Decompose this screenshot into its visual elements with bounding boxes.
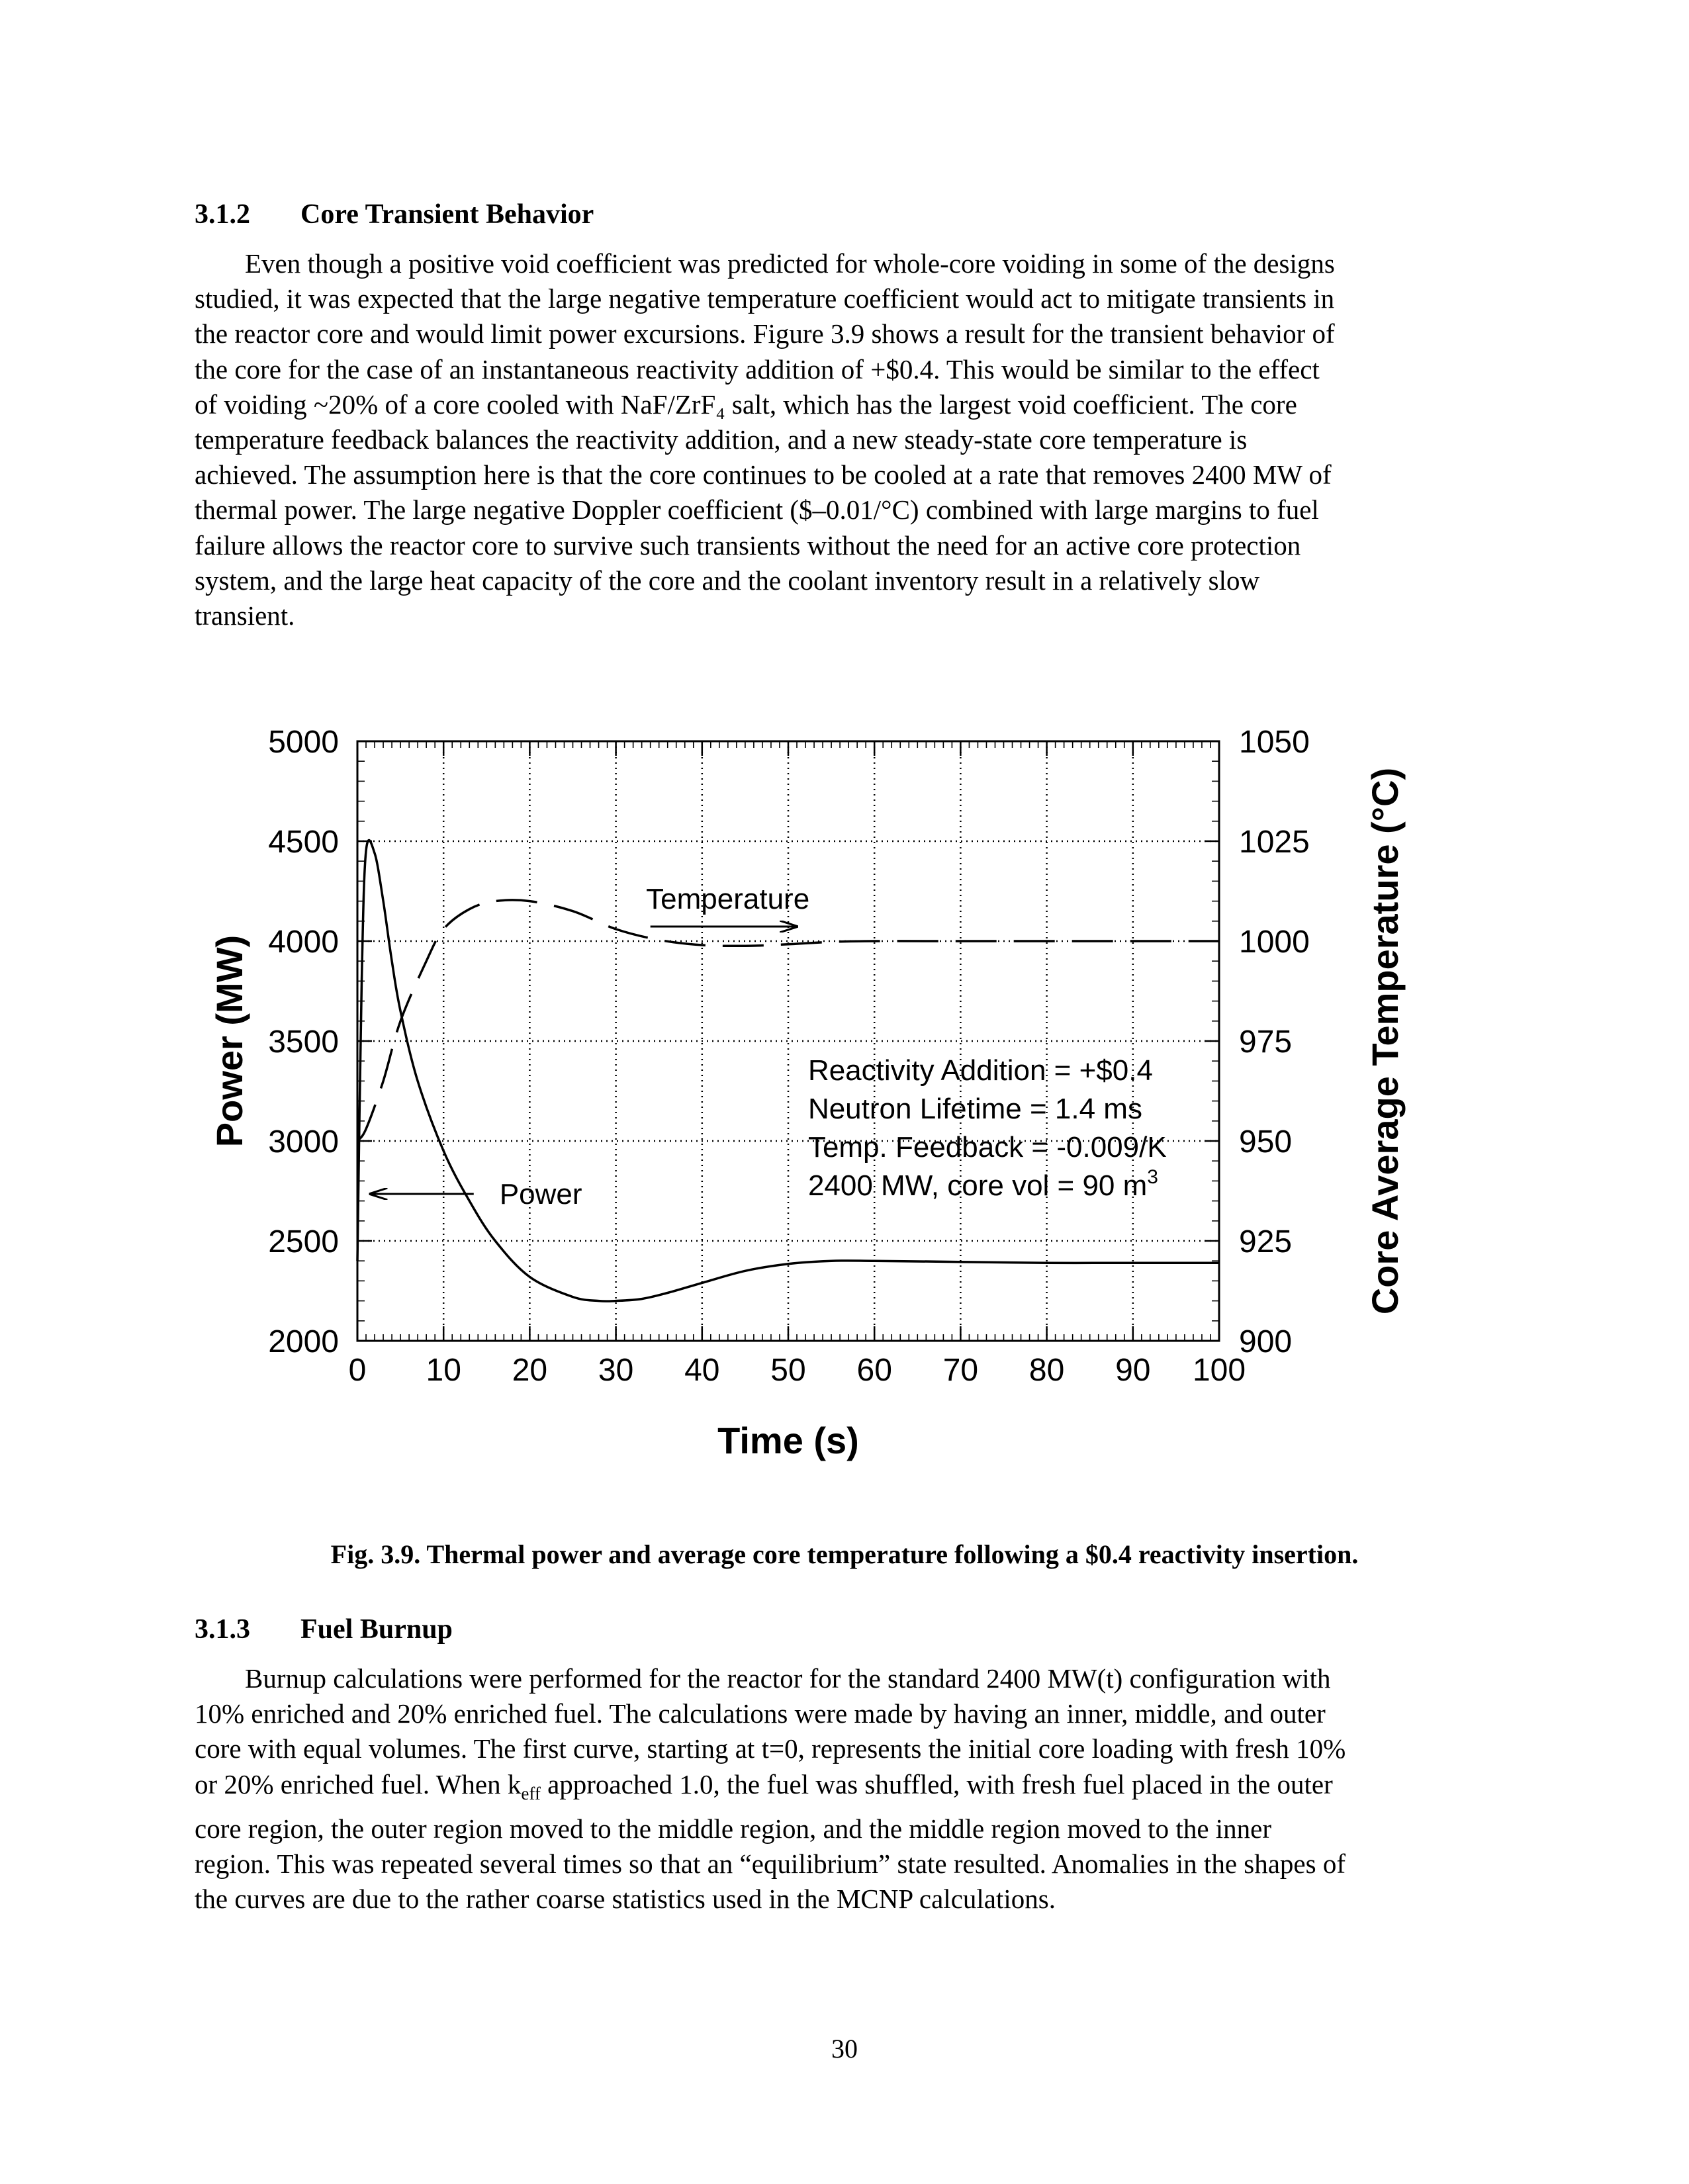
annotation-box-line: Neutron Lifetime = 1.4 ms bbox=[808, 1093, 1142, 1125]
section-title: Fuel Burnup bbox=[300, 1614, 453, 1645]
x-tick-label: 40 bbox=[684, 1353, 719, 1388]
y2-tick-label: 900 bbox=[1239, 1324, 1292, 1359]
paragraph-line: 10% enriched and 20% enriched fuel. The … bbox=[195, 1698, 1326, 1729]
chart-grid bbox=[357, 741, 1219, 1341]
section-title: Core Transient Behavior bbox=[300, 199, 594, 230]
paragraph-line: the curves are due to the rather coarse … bbox=[195, 1884, 1056, 1915]
paragraph-line: system, and the large heat capacity of t… bbox=[195, 565, 1260, 596]
paragraph-line: region. This was repeated several times … bbox=[195, 1848, 1346, 1880]
chart-labels: 0 10 20 30 40 50 60 70 80 90 100 2000 900 2500 925 3000… bbox=[208, 725, 1406, 1461]
paragraph-line: failure allows the reactor core to survi… bbox=[195, 529, 1301, 561]
x-tick-label: 90 bbox=[1115, 1353, 1150, 1388]
line-text: approached 1.0, the fuel was shuffled, w… bbox=[540, 1768, 1333, 1799]
paragraph-line: or 20% enriched fuel. When keff approach… bbox=[195, 1767, 1505, 1811]
y-tick-label: 5000 bbox=[268, 725, 339, 760]
annotation-box-line: Temp. Feedback = -0.009/K bbox=[808, 1131, 1167, 1163]
section-number: 3.1.2 bbox=[195, 199, 250, 230]
section-heading-3-1-2: 3.1.2 Core Transient Behavior bbox=[195, 199, 594, 230]
x-tick-label: 80 bbox=[1029, 1353, 1064, 1388]
plot-frame bbox=[356, 740, 1220, 1342]
paragraph-core-transient: Even though a positive void coefficient … bbox=[195, 246, 1505, 633]
section-heading-3-1-3: 3.1.3 Fuel Burnup bbox=[195, 1614, 453, 1645]
page-number: 30 bbox=[831, 2034, 858, 2064]
paragraph-line: core region, the outer region moved to t… bbox=[195, 1813, 1272, 1844]
paragraph-line: studied, it was expected that the large … bbox=[195, 283, 1335, 314]
paragraph-line: transient. bbox=[195, 600, 295, 631]
x-axis-title: Time (s) bbox=[717, 1420, 859, 1461]
paragraph-line: of voiding ~20% of a core cooled with Na… bbox=[195, 388, 1297, 420]
x-tick-label: 20 bbox=[512, 1353, 547, 1388]
chart-ticks bbox=[356, 740, 1220, 1342]
y2-tick-label: 1050 bbox=[1239, 725, 1310, 760]
y-tick-label: 4500 bbox=[268, 825, 339, 860]
y2-axis-title: Core Average Temperature (°C) bbox=[1364, 768, 1406, 1314]
y-tick-label: 2000 bbox=[268, 1324, 339, 1359]
paragraph-line: core with equal volumes. The first curve… bbox=[195, 1733, 1346, 1764]
superscript-3: 3 bbox=[1147, 1166, 1158, 1188]
annotation-box-line: Reactivity Addition = +$0.4 bbox=[808, 1054, 1153, 1087]
temperature-line bbox=[356, 899, 1219, 1142]
y-tick-label: 4000 bbox=[268, 925, 339, 960]
power-series-label: Power bbox=[500, 1178, 582, 1210]
y2-tick-label: 1000 bbox=[1239, 925, 1310, 960]
x-tick-label: 0 bbox=[349, 1353, 367, 1388]
y2-tick-label: 1025 bbox=[1239, 825, 1310, 860]
paragraph-fuel-burnup: Burnup calculations were performed for t… bbox=[195, 1661, 1505, 1917]
y-tick-label: 2500 bbox=[268, 1224, 339, 1259]
x-tick-label: 70 bbox=[943, 1353, 978, 1388]
line-text: or 20% enriched fuel. When k bbox=[195, 1768, 522, 1799]
paragraph-line: thermal power. The large negative Dopple… bbox=[195, 494, 1319, 525]
x-tick-label: 30 bbox=[598, 1353, 633, 1388]
figure-caption: Fig. 3.9. Thermal power and average core… bbox=[330, 1539, 1359, 1569]
chart-series bbox=[356, 839, 1219, 1302]
paragraph-line: Even though a positive void coefficient … bbox=[245, 248, 1335, 279]
section-number: 3.1.3 bbox=[195, 1614, 250, 1645]
paragraph-line: temperature feedback balances the reacti… bbox=[195, 424, 1248, 455]
paragraph-line: the reactor core and would limit power e… bbox=[195, 318, 1335, 349]
y-axis-title: Power (MW) bbox=[208, 935, 250, 1147]
power-line bbox=[356, 839, 1219, 1302]
x-tick-label: 50 bbox=[770, 1353, 805, 1388]
x-tick-label: 100 bbox=[1193, 1353, 1246, 1388]
paragraph-line: Burnup calculations were performed for t… bbox=[245, 1663, 1331, 1694]
y-tick-label: 3000 bbox=[268, 1124, 339, 1160]
y2-tick-label: 925 bbox=[1239, 1224, 1292, 1259]
paragraph-line: achieved. The assumption here is that th… bbox=[195, 459, 1332, 490]
y-tick-label: 3500 bbox=[268, 1024, 339, 1060]
x-tick-label: 60 bbox=[857, 1353, 892, 1388]
x-tick-label: 10 bbox=[426, 1353, 461, 1388]
figure-3-9-chart: 0 10 20 30 40 50 60 70 80 90 100 2000 900 2500 925 3000… bbox=[208, 725, 1406, 1461]
temperature-series-label: Temperature bbox=[646, 883, 809, 915]
keff-subscript: eff bbox=[521, 1783, 541, 1803]
paragraph-line: the core for the case of an instantaneou… bbox=[195, 353, 1320, 385]
chart-minor-ticks bbox=[357, 741, 1220, 1342]
y2-tick-label: 975 bbox=[1239, 1024, 1292, 1060]
annotation-box-line: 2400 MW, core vol = 90 m3 bbox=[808, 1166, 1158, 1202]
y2-tick-label: 950 bbox=[1239, 1124, 1292, 1160]
